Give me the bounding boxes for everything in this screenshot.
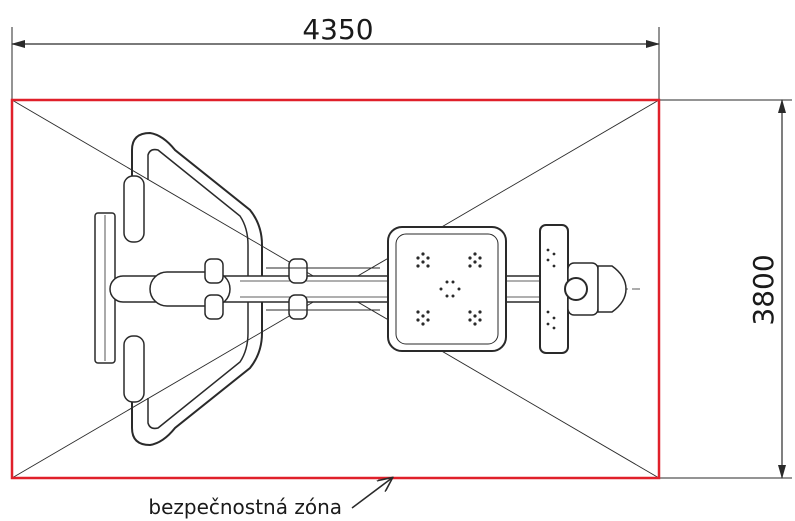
- safety-zone-border: [10, 98, 661, 480]
- seat: [387, 226, 507, 352]
- lower-grip: [123, 335, 145, 403]
- safety-zone-caption: bezpečnostná zóna: [148, 495, 342, 519]
- foot-peg-upper-right: [288, 258, 308, 284]
- height-label: 3800: [747, 254, 780, 325]
- foot-peg-lower-right: [288, 294, 308, 320]
- width-dimension: 4350: [11, 13, 660, 100]
- foot-peg-upper-left: [204, 258, 224, 284]
- equipment-top-view: [94, 131, 640, 447]
- upper-handle-outer: [131, 131, 263, 276]
- front-knob: [564, 277, 588, 301]
- seat-inner: [395, 233, 499, 345]
- front-cap: [597, 265, 627, 313]
- lower-handle-inner: [147, 302, 249, 430]
- seat-perforations: [416, 252, 482, 326]
- height-dimension: 3800: [660, 99, 792, 479]
- upper-handle-inner: [147, 148, 249, 276]
- backrest-plate: [539, 224, 569, 354]
- width-label: 4350: [302, 13, 373, 46]
- upper-grip: [123, 175, 145, 243]
- foot-peg-lower-left: [204, 294, 224, 320]
- backrest-perforations: [546, 248, 556, 330]
- callout-arrow: [351, 478, 392, 509]
- lower-handle-outer: [131, 302, 263, 447]
- safety-zone-callout: bezpečnostná zóna: [148, 478, 392, 519]
